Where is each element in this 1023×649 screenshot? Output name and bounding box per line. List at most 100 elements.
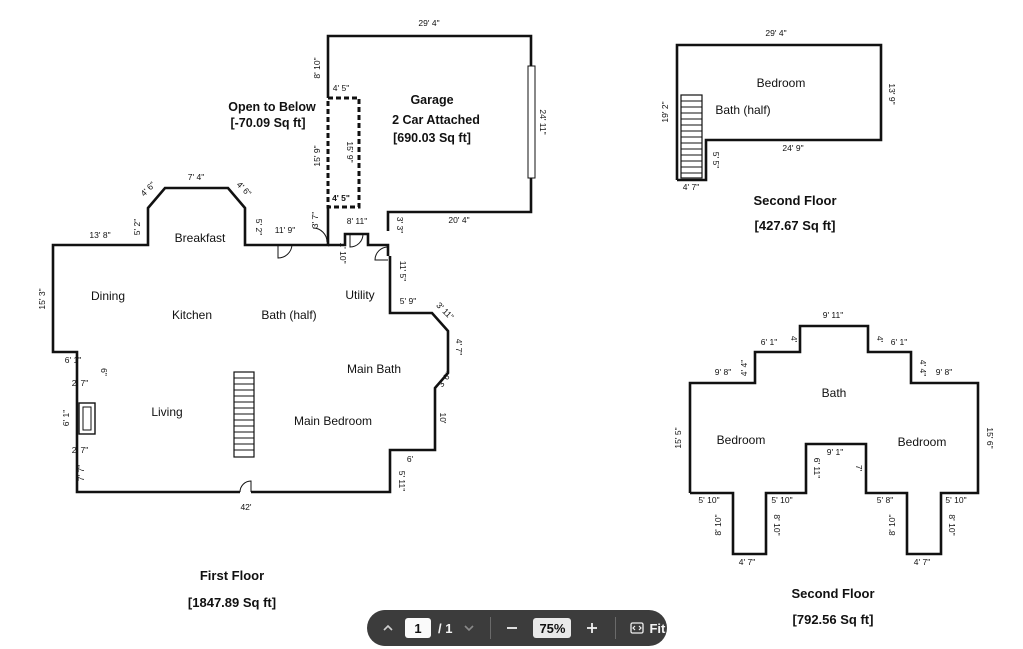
fireplace-hearth: [82, 406, 92, 431]
dim-utility-right: 11' 5": [398, 261, 408, 282]
dim-bottom-wall: 42': [240, 502, 251, 512]
first-floor-title: First Floor: [200, 568, 264, 583]
dim-fp-wall2: 2' 7": [72, 445, 88, 455]
dim-bottom-rr: 5' 10": [945, 495, 966, 505]
zoom-out-button[interactable]: [499, 622, 525, 634]
zoom-level-field[interactable]: 75%: [533, 618, 572, 638]
dim-right: 13' 9": [887, 83, 897, 104]
room-utility: Utility: [345, 288, 374, 302]
first-floor-plan: 29' 4" 8' 10" 24' 11" 20' 4" 4' 5" 15' 9…: [37, 18, 548, 610]
dim-bottom-rl: 5' 8": [877, 495, 893, 505]
door-swing: [349, 233, 364, 248]
dim-otb-inner: 15' 9": [345, 141, 355, 162]
door-swing: [277, 244, 293, 259]
garage-door: [527, 65, 536, 179]
dim-garage-bottom: 20' 4": [448, 215, 469, 225]
dim-leg-r1: 8' 10": [887, 514, 897, 535]
staircase: [233, 371, 255, 458]
dim-left-wall: 15' 3": [37, 288, 47, 309]
zoom-in-button[interactable]: [579, 622, 605, 634]
dim-leg-l-bottom: 4' 7": [739, 557, 755, 567]
second-floor-a-plan: 29' 4" 13' 9" 19' 2" 24' 9" 5' 5" 4' 7" …: [660, 28, 897, 233]
dim-bedroom-bottom-right: 5' 11": [397, 471, 407, 492]
dim-otb-top: 4' 5": [333, 83, 349, 93]
garage-area: [690.03 Sq ft]: [393, 131, 471, 145]
dim-breakfast-diag-left: 4' 6": [139, 180, 158, 199]
dim-top: 9' 11": [823, 310, 844, 320]
plus-icon: [587, 623, 598, 633]
dim-step-right-v: 4': [875, 336, 885, 343]
house-outer-walls: [51, 186, 330, 494]
dim-bottom: 24' 9": [782, 143, 803, 153]
dim-otb-bottom: 4' 5": [332, 193, 350, 203]
next-page-button[interactable]: [458, 622, 480, 634]
second-floor-a-walls: [675, 43, 883, 182]
dim-left: 15' 5": [673, 427, 683, 448]
dim-garage-top: 29' 4": [418, 18, 439, 28]
dim-bay-right: 4' 7": [454, 339, 464, 355]
dim-otb-left: 15' 9": [312, 145, 322, 166]
dim-fp-wall1: 2' 7": [72, 378, 88, 388]
dim-bottom-left: 4' 7": [683, 182, 699, 192]
open-to-below-area: [-70.09 Sq ft]: [230, 116, 305, 130]
room-bedroom-left: Bedroom: [717, 433, 766, 447]
dim-notch-left: 6' 11": [812, 458, 822, 479]
room-dining: Dining: [91, 289, 125, 303]
dim-fp-top: 6' 1": [65, 355, 81, 365]
second-floor-b-walls: [688, 324, 980, 556]
room-bath: Bath: [822, 386, 847, 400]
second-floor-b-title: Second Floor: [791, 586, 874, 601]
garage-name: Garage: [410, 93, 453, 107]
dim-bottom-lr: 5' 10": [771, 495, 792, 505]
dim-step-left-v: 4': [789, 336, 799, 343]
viewer-toolbar: 1 / 1 75% Fit: [367, 610, 667, 646]
room-bedroom: Bedroom: [757, 76, 806, 90]
toolbar-divider: [615, 617, 617, 639]
dim-leg-r2: 8' 10": [947, 514, 957, 535]
dim-outer-right: 9' 8": [936, 367, 952, 377]
second-floor-a-area: [427.67 Sq ft]: [755, 218, 836, 233]
page-total: / 1: [438, 620, 453, 636]
dim-bedroom-step: 6': [407, 454, 414, 464]
dim-right: 15' 6": [985, 427, 995, 448]
dim-breakfast-top: 7' 4": [188, 172, 204, 182]
dim-bath-top: 11' 9": [275, 225, 296, 235]
room-bath-half: Bath (half): [715, 103, 770, 117]
fit-button[interactable]: Fit: [630, 621, 665, 636]
dim-bay-diag-bottom: 3' 6": [436, 370, 454, 389]
room-bedroom-right: Bedroom: [898, 435, 947, 449]
dim-leg-l1: 8' 10": [713, 514, 723, 535]
dim-step-right: 6' 1": [891, 337, 907, 347]
toolbar-divider: [490, 617, 492, 639]
dim-breakfast-side-left: 5' 2": [132, 219, 142, 235]
entry-door-swing: [239, 480, 252, 493]
vestibule-walls: [328, 232, 390, 256]
dim-step-left: 6' 1": [761, 337, 777, 347]
chevron-down-icon: [464, 625, 475, 632]
dim-fp-width: 6' 1": [61, 410, 71, 426]
dim-mid-left-v: 4' 4": [739, 360, 749, 376]
room-kitchen: Kitchen: [172, 308, 212, 322]
minus-icon: [507, 627, 518, 629]
room-main-bath: Main Bath: [347, 362, 401, 376]
dim-left: 19' 2": [660, 101, 670, 122]
staircase: [680, 94, 703, 179]
dim-notch-right: 7': [854, 465, 864, 472]
dim-vestibule-small: 1' 10": [338, 242, 348, 263]
dim-dining-top: 13' 8": [89, 230, 110, 240]
dim-garage-right: 24' 11": [538, 109, 548, 134]
room-bath-half: Bath (half): [261, 308, 316, 322]
open-to-below-label: Open to Below: [228, 100, 316, 114]
fit-label: Fit: [649, 620, 666, 636]
garage-type: 2 Car Attached: [392, 113, 480, 127]
room-main-bedroom: Main Bedroom: [294, 414, 372, 428]
chevron-up-icon: [383, 624, 393, 631]
room-breakfast: Breakfast: [175, 231, 226, 245]
dim-fp-small: 6": [99, 368, 109, 376]
previous-page-button[interactable]: [377, 622, 399, 634]
second-floor-b-plan: 9' 11" 6' 1" 6' 1" 4' 4' 4' 4" 4' 4" 9' …: [673, 310, 995, 627]
door-swing: [312, 227, 328, 243]
dim-outer-left: 9' 8": [715, 367, 731, 377]
page-number-input[interactable]: 1: [405, 618, 431, 638]
